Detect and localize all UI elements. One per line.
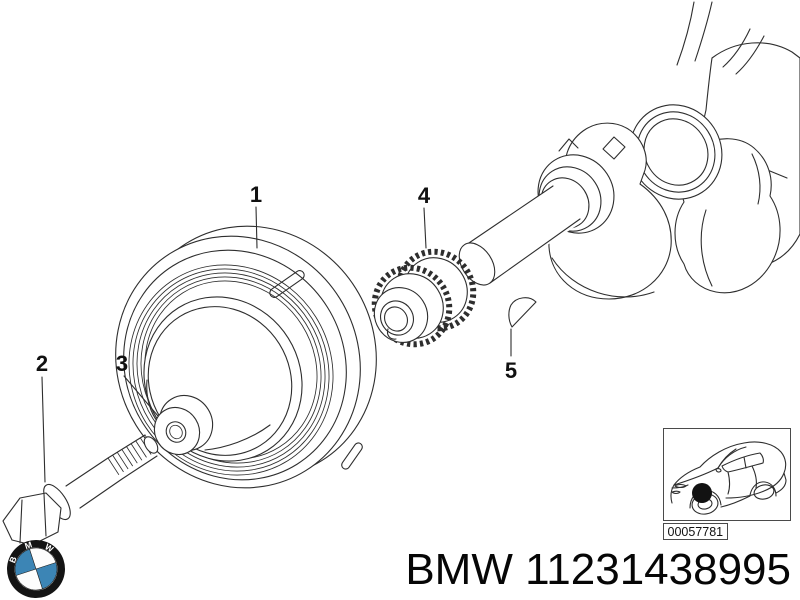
callout-2: 2 xyxy=(36,351,48,483)
pulley-drawing xyxy=(115,225,377,489)
callout-5: 5 xyxy=(505,328,517,383)
bmw-letter-m: M xyxy=(23,539,33,551)
pulley-hub xyxy=(153,394,214,456)
image-code-box xyxy=(663,523,728,540)
bmw-quadrant-blue xyxy=(36,562,57,589)
part-location-dot xyxy=(692,483,712,503)
leader-line-4 xyxy=(423,207,427,249)
car-location-thumbnail: 00057781 xyxy=(663,428,791,540)
callout-4: 4 xyxy=(418,183,431,249)
callout-3: 3 xyxy=(116,351,159,417)
woodruff-key-drawing xyxy=(508,297,537,328)
bolt-drawing xyxy=(2,434,159,546)
callout-label-2: 2 xyxy=(36,351,48,376)
callout-label-4: 4 xyxy=(418,183,431,208)
bmw-logo: B M W xyxy=(7,539,65,598)
sprocket-drawing xyxy=(371,248,477,348)
part-number-text: BMW 11231438995 xyxy=(405,545,791,594)
bmw-quadrant-blue xyxy=(15,549,36,576)
pulley-slot xyxy=(269,270,305,298)
bmw-quadrant-white xyxy=(29,548,56,569)
bmw-letter-b: B xyxy=(7,555,19,564)
callout-1: 1 xyxy=(250,182,262,249)
callout-label-3: 3 xyxy=(116,351,128,376)
pulley-slot xyxy=(341,442,363,470)
callout-label-5: 5 xyxy=(505,358,517,383)
leader-line-1 xyxy=(255,206,258,249)
leader-line-2 xyxy=(41,376,46,483)
thumbnail-frame xyxy=(663,428,791,521)
car-outline xyxy=(670,441,787,515)
image-code: 00057781 xyxy=(668,525,724,539)
leader-line-3 xyxy=(123,375,159,417)
bmw-quadrant-white xyxy=(16,569,43,590)
callout-label-1: 1 xyxy=(250,182,262,207)
crankshaft-drawing xyxy=(458,1,800,300)
